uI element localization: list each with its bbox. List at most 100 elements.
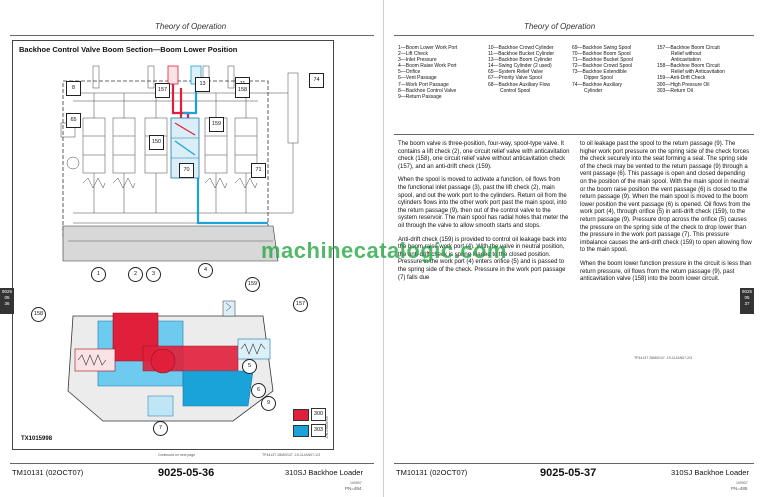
watermark: machinecatalogic.com: [261, 238, 507, 263]
callout-13: 13: [195, 77, 210, 92]
legend-item: 74—Backhoe Auxiliary: [572, 81, 623, 88]
callout-158-section: 158: [31, 307, 46, 322]
callout-8: 8: [66, 81, 81, 96]
paragraph: When the boom lower function pressure in…: [580, 260, 752, 283]
legend-column-3: 69—Backhoe Swing Spool 70—Backhoe Boom S…: [572, 45, 633, 94]
legend-item: 65—System Relief Valve: [488, 69, 543, 76]
figure-box: Backhoe Control Valve Boom Section—Boom …: [12, 40, 334, 450]
legend-item: 300—High Pressure Oil: [657, 81, 710, 88]
left-footer-model: 310SJ Backhoe Loader: [285, 468, 363, 477]
callout-159-schematic: 159: [209, 117, 224, 132]
callout-157-section: 157: [293, 297, 308, 312]
legend-label-300: 300: [311, 408, 326, 421]
legend-item: 13—Backhoe Boom Cylinder: [488, 57, 553, 64]
legend-item: 69—Backhoe Swing Spool: [572, 45, 632, 51]
callout-4: 4: [198, 263, 213, 278]
left-page: Theory of Operation Backhoe Control Valv…: [0, 0, 384, 497]
callout-157-schematic: 157: [155, 83, 170, 98]
legend-swatch-high-pressure: [293, 409, 309, 421]
callout-2: 2: [128, 267, 143, 282]
legend-item: 14—Swing Cylinder (2 used): [488, 63, 552, 70]
legend-item: 8—Backhoe Control Valve: [398, 87, 457, 94]
callout-158-schematic: 158: [235, 83, 250, 98]
legend-item: 71—Backhoe Bucket Spool: [572, 57, 633, 64]
legend-item: 5—Orifice: [398, 69, 421, 76]
valve-cross-section: [62, 225, 279, 422]
legend-rule: [394, 134, 754, 135]
callout-74: 74: [309, 73, 324, 88]
callout-159-section: 159: [245, 277, 260, 292]
left-page-number: 9025-05-36: [158, 467, 215, 479]
right-footer-id: TM10131 (02OCT07): [396, 468, 468, 477]
right-header-rule: [394, 35, 754, 36]
right-footer-code: 100907: [736, 481, 748, 485]
legend-item: 10—Backhoe Crowd Cylinder: [488, 45, 554, 51]
figure-side-code: -UN-09MAR06: [325, 416, 329, 439]
legend-item: 3—Inlet Pressure: [398, 57, 437, 64]
legend-item: 4—Boom Raise Work Port: [398, 63, 457, 70]
legend-label-303: 303: [311, 424, 326, 437]
callout-7: 7: [153, 421, 168, 436]
left-footer-code: 100907: [350, 481, 362, 485]
left-header-rule: [10, 35, 374, 36]
legend-item: Cylinder: [584, 87, 603, 94]
legend-item: Anticavitation: [671, 57, 701, 64]
paragraph: Anti-drift check (159) is provided to co…: [398, 236, 567, 281]
legend-column-2: 10—Backhoe Crowd Cylinder 11—Backhoe Buc…: [488, 45, 554, 94]
legend-item: 9—Return Passage: [398, 93, 442, 100]
left-header: Theory of Operation: [155, 22, 227, 31]
right-page-tab: 9025 05 37: [740, 288, 754, 314]
right-page-number: 9025-05-37: [540, 467, 597, 479]
left-continued: Continued on next page: [158, 453, 196, 457]
figure-title: Backhoe Control Valve Boom Section—Boom …: [19, 45, 238, 54]
legend-swatch-return-oil: [293, 425, 309, 437]
legend-item: Relief with Anticavitation: [671, 69, 725, 76]
legend-item: 67—Priority Valve Spool: [488, 75, 542, 82]
callout-150: 150: [149, 135, 164, 150]
legend-item: 73—Backhoe Extendible: [572, 69, 627, 76]
hydraulic-schematic: [60, 65, 299, 237]
legend-item: Control Spool: [500, 87, 531, 94]
right-tab-group: 05: [744, 295, 750, 300]
legend-item: 7—Work Port Passage: [398, 81, 449, 88]
legend-item: 157—Backhoe Boom Circuit: [657, 45, 720, 51]
legend-item: 158—Backhoe Boom Circuit: [657, 63, 720, 70]
left-tab-group: 05: [4, 295, 10, 300]
callout-71: 71: [251, 163, 266, 178]
legend-column-4: 157—Backhoe Boom Circuit Relief without …: [657, 45, 725, 94]
left-page-tab: 9025 05 36: [0, 288, 14, 314]
right-tab-page: 37: [744, 301, 750, 306]
legend-item: 70—Backhoe Boom Spool: [572, 51, 631, 58]
right-header: Theory of Operation: [524, 22, 596, 31]
left-tab-section: 9025: [1, 289, 12, 294]
legend-item: 11—Backhoe Bucket Cylinder: [488, 51, 555, 58]
legend-item: 303—Return Oil: [657, 87, 693, 94]
paragraph: to oil leakage past the spool to the ret…: [580, 141, 752, 254]
right-ref-code: TP4413T 28M0G47 -19-11JAN07-2/3: [634, 356, 693, 360]
paragraph: When the spool is moved to activate a fu…: [398, 177, 569, 229]
left-tab-page: 36: [4, 301, 10, 306]
left-footer-rule: [10, 463, 374, 464]
callout-9: 9: [261, 396, 276, 411]
legend-item: 72—Backhoe Crowd Spool: [572, 63, 633, 70]
callout-70: 70: [179, 163, 194, 178]
callout-6: 6: [251, 383, 266, 398]
text-column-1: The boom valve is three-position, four-w…: [398, 141, 570, 288]
legend-item: 159—Anti-Drift Check: [657, 75, 706, 82]
legend-item: Relief without: [671, 51, 702, 58]
callout-65: 65: [66, 113, 81, 128]
callout-1: 1: [91, 267, 106, 282]
legend-item: Dipper Spool: [584, 75, 613, 82]
text-column-2: to oil leakage past the spool to the ret…: [580, 141, 752, 290]
left-footer-pn: PN=484: [345, 486, 362, 491]
right-tab-section: 9025: [741, 289, 752, 294]
right-page: Theory of Operation 1—Boom Lower Work Po…: [384, 0, 768, 497]
legend-item: 1—Boom Lower Work Port: [398, 45, 458, 51]
legend-item: 2—Lift Check: [398, 51, 429, 58]
left-footer-id: TM10131 (02OCT07): [12, 468, 84, 477]
legend-item: 6—Vent Passage: [398, 75, 437, 82]
legend-column-1: 1—Boom Lower Work Port 2—Lift Check 3—In…: [398, 45, 457, 100]
right-footer-rule: [394, 463, 754, 464]
right-footer-model: 310SJ Backhoe Loader: [671, 468, 749, 477]
figure-id: TX1015998: [21, 436, 53, 442]
